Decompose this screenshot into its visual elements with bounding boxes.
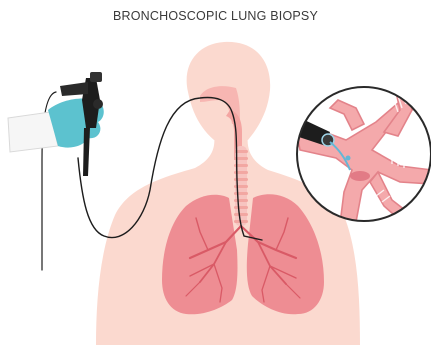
trachea-ring	[234, 185, 248, 188]
trachea-ring	[234, 178, 248, 181]
scope-insertion-tube	[83, 128, 90, 176]
scope-eyepiece	[90, 72, 102, 82]
trachea-ring	[234, 199, 248, 202]
trachea-ring	[234, 206, 248, 209]
bronchoscope-icon	[8, 72, 104, 176]
trachea-ring	[234, 213, 248, 216]
trachea-ring	[234, 192, 248, 195]
biopsy-site	[350, 171, 370, 181]
scope-lever	[60, 82, 88, 96]
